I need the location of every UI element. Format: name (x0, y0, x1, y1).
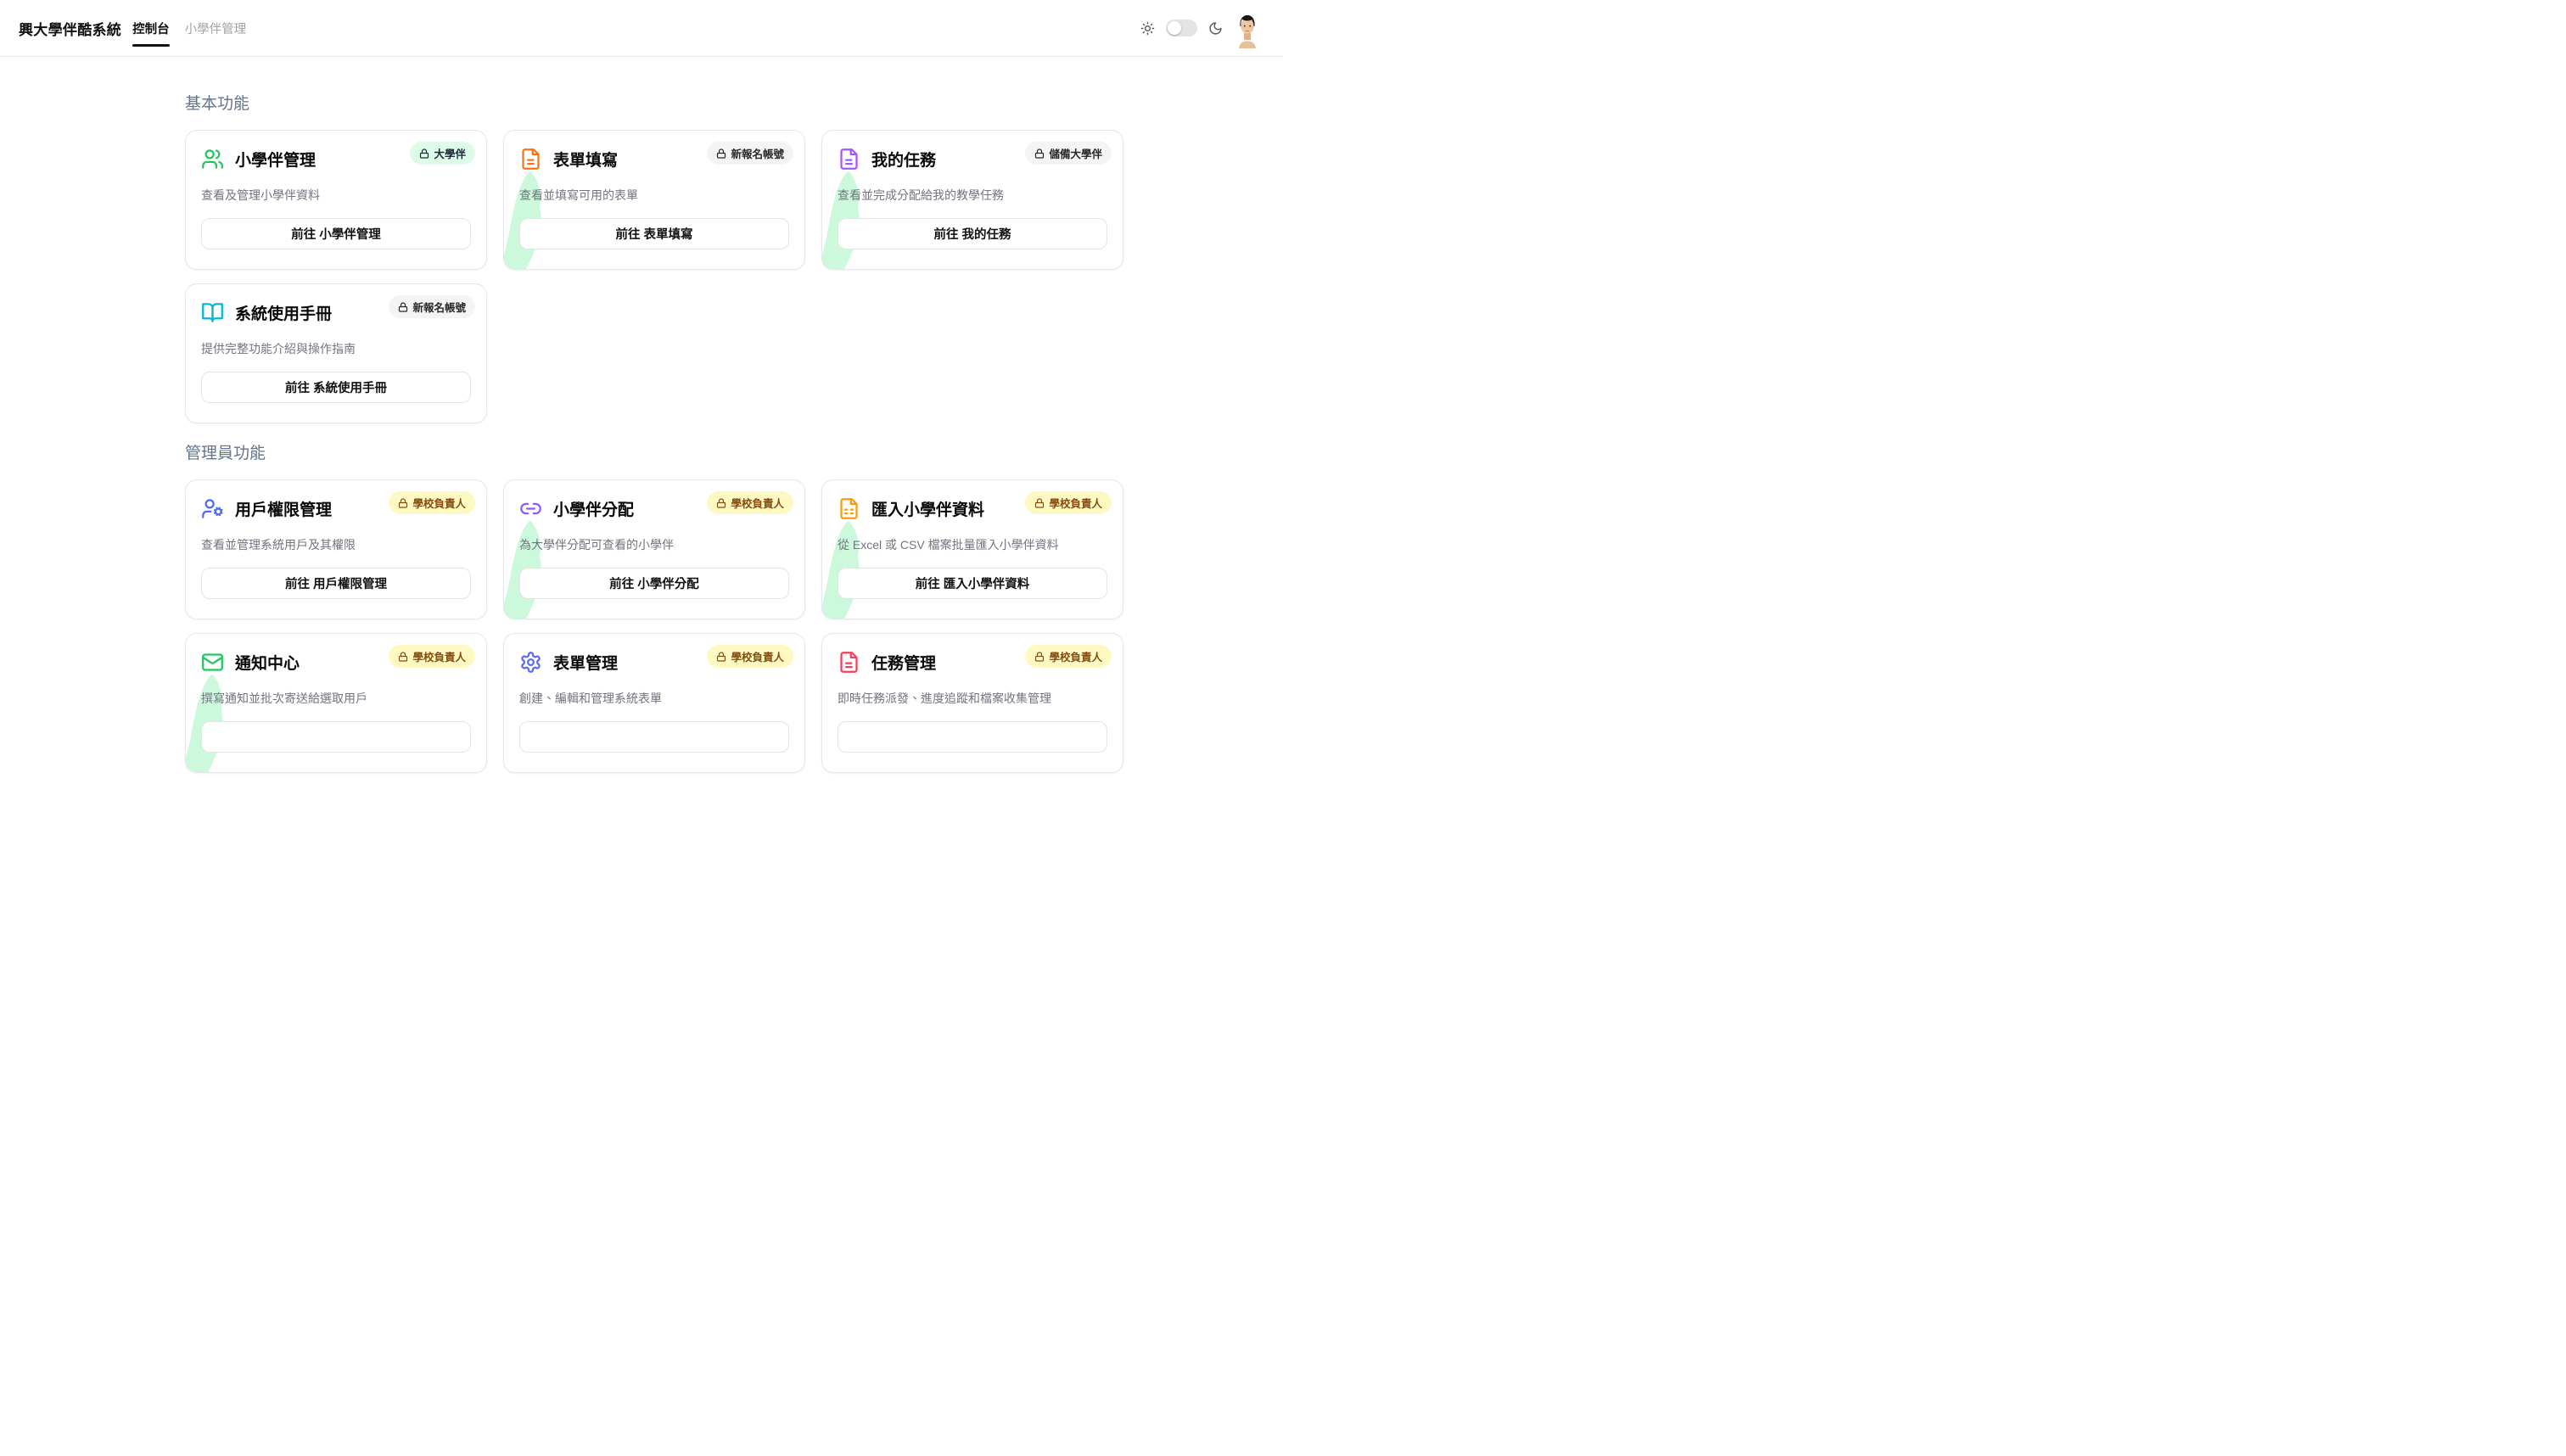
feature-card: 通知中心 學校負責人 撰寫通知並批次寄送給選取用戶 (185, 633, 487, 773)
file-text-icon (519, 148, 542, 171)
book-open-icon (201, 301, 224, 324)
feature-card: 我的任務 儲備大學伴 查看並完成分配給我的教學任務 前往 我的任務 (821, 130, 1123, 270)
role-badge: 學校負責人 (1025, 645, 1112, 668)
sun-icon (1140, 21, 1155, 36)
role-badge-label: 學校負責人 (1049, 652, 1102, 664)
card-description: 查看並填寫可用的表單 (519, 188, 638, 202)
section-title: 管理員功能 (185, 445, 266, 462)
app-title: 興大學伴酷系統 (19, 21, 122, 38)
card-description: 查看及管理小學伴資料 (201, 188, 320, 202)
nav-tabs: 控制台小學伴管理 (132, 0, 246, 56)
header-controls (1140, 6, 1261, 50)
card-title: 任務管理 (871, 655, 937, 673)
link-icon (519, 497, 542, 520)
feature-card: 小學伴分配 學校負責人 為大學伴分配可查看的小學伴 前往 小學伴分配 (503, 479, 805, 619)
role-badge: 新報名帳號 (389, 295, 475, 318)
top-nav: 興大學伴酷系統 控制台小學伴管理 (0, 0, 1283, 57)
role-badge-label: 學校負責人 (412, 652, 466, 664)
section-title: 基本功能 (185, 95, 250, 113)
lock-icon (1035, 148, 1045, 159)
card-action-button[interactable]: 前往 系統使用手冊 (201, 372, 471, 403)
card-title: 我的任務 (871, 152, 937, 170)
role-badge: 學校負責人 (707, 491, 793, 514)
role-badge-label: 新報名帳號 (412, 302, 466, 314)
feature-card: 匯入小學伴資料 學校負責人 從 Excel 或 CSV 檔案批量匯入小學伴資料 … (821, 479, 1123, 619)
moon-icon (1208, 21, 1223, 36)
card-action-button[interactable] (201, 721, 471, 753)
user-cog-icon (201, 497, 224, 520)
role-badge-label: 儲備大學伴 (1049, 148, 1102, 160)
card-description: 查看並完成分配給我的教學任務 (838, 188, 1004, 202)
card-title: 小學伴分配 (553, 501, 635, 519)
card-action-button[interactable] (838, 721, 1107, 753)
role-badge: 大學伴 (410, 142, 475, 165)
lock-icon (1035, 651, 1045, 662)
card-title: 通知中心 (235, 655, 300, 673)
nav-tab-小學伴管理[interactable]: 小學伴管理 (184, 22, 247, 36)
role-badge-label: 新報名帳號 (731, 148, 784, 160)
file-text-icon (838, 148, 860, 171)
card-title: 匯入小學伴資料 (871, 501, 985, 519)
card-grid: 用戶權限管理 學校負責人 查看並管理系統用戶及其權限 前往 用戶權限管理 小學伴… (185, 479, 1283, 773)
role-badge: 儲備大學伴 (1025, 142, 1112, 165)
section: 管理員功能 用戶權限管理 學校負責人 查看並管理系統用戶及其權限 前往 用戶權限… (185, 444, 1283, 773)
lock-icon (717, 148, 726, 159)
theme-toggle-knob (1168, 21, 1181, 35)
card-description: 提供完整功能介紹與操作指南 (201, 342, 356, 356)
role-badge: 學校負責人 (389, 645, 475, 668)
card-title: 表單填寫 (553, 152, 619, 170)
card-description: 從 Excel 或 CSV 檔案批量匯入小學伴資料 (838, 538, 1059, 552)
lock-icon (399, 497, 408, 508)
role-badge-label: 大學伴 (434, 148, 466, 160)
lock-icon (1035, 497, 1045, 508)
card-action-button[interactable]: 前往 表單填寫 (519, 218, 789, 249)
role-badge: 學校負責人 (1025, 491, 1112, 514)
card-description: 撰寫通知並批次寄送給選取用戶 (201, 692, 367, 705)
feature-card: 表單填寫 新報名帳號 查看並填寫可用的表單 前往 表單填寫 (503, 130, 805, 270)
card-action-button[interactable]: 前往 小學伴管理 (201, 218, 471, 249)
card-title: 表單管理 (553, 655, 619, 673)
role-badge: 新報名帳號 (707, 142, 793, 165)
role-badge-label: 學校負責人 (731, 498, 784, 510)
role-badge: 學校負責人 (707, 645, 793, 668)
lock-icon (420, 148, 429, 159)
card-description: 即時任務派發、進度追蹤和檔案收集管理 (838, 692, 1051, 705)
file-spreadsheet-icon (838, 497, 860, 520)
card-description: 查看並管理系統用戶及其權限 (201, 538, 356, 552)
lock-icon (399, 301, 408, 312)
mail-icon (201, 651, 224, 674)
card-title: 小學伴管理 (235, 152, 317, 170)
settings-icon (519, 651, 542, 674)
role-badge: 學校負責人 (389, 491, 475, 514)
avatar[interactable] (1234, 13, 1261, 50)
card-action-button[interactable]: 前往 我的任務 (838, 218, 1107, 249)
lock-icon (717, 651, 726, 662)
lock-icon (717, 497, 726, 508)
users-icon (201, 148, 224, 171)
card-grid: 小學伴管理 大學伴 查看及管理小學伴資料 前往 小學伴管理 表單填寫 新報名帳號… (185, 130, 1283, 423)
card-description: 創建、編輯和管理系統表單 (519, 692, 662, 705)
feature-card: 任務管理 學校負責人 即時任務派發、進度追蹤和檔案收集管理 (821, 633, 1123, 773)
card-action-button[interactable]: 前往 小學伴分配 (519, 568, 789, 599)
nav-tab-控制台[interactable]: 控制台 (132, 20, 170, 47)
card-action-button[interactable] (519, 721, 789, 753)
role-badge-label: 學校負責人 (412, 498, 466, 510)
card-title: 系統使用手冊 (235, 305, 333, 323)
role-badge-label: 學校負責人 (1049, 498, 1102, 510)
theme-toggle[interactable] (1166, 20, 1197, 36)
card-action-button[interactable]: 前往 用戶權限管理 (201, 568, 471, 599)
role-badge-label: 學校負責人 (731, 652, 784, 664)
dashboard: 基本功能 小學伴管理 大學伴 查看及管理小學伴資料 前往 小學伴管理 表單填寫 … (0, 57, 1283, 773)
feature-card: 小學伴管理 大學伴 查看及管理小學伴資料 前往 小學伴管理 (185, 130, 487, 270)
file-text-icon (838, 651, 860, 674)
feature-card: 用戶權限管理 學校負責人 查看並管理系統用戶及其權限 前往 用戶權限管理 (185, 479, 487, 619)
feature-card: 表單管理 學校負責人 創建、編輯和管理系統表單 (503, 633, 805, 773)
card-description: 為大學伴分配可查看的小學伴 (519, 538, 674, 552)
section: 基本功能 小學伴管理 大學伴 查看及管理小學伴資料 前往 小學伴管理 表單填寫 … (185, 94, 1283, 423)
feature-card: 系統使用手冊 新報名帳號 提供完整功能介紹與操作指南 前往 系統使用手冊 (185, 283, 487, 423)
card-action-button[interactable]: 前往 匯入小學伴資料 (838, 568, 1107, 599)
card-title: 用戶權限管理 (235, 501, 333, 519)
lock-icon (399, 651, 408, 662)
